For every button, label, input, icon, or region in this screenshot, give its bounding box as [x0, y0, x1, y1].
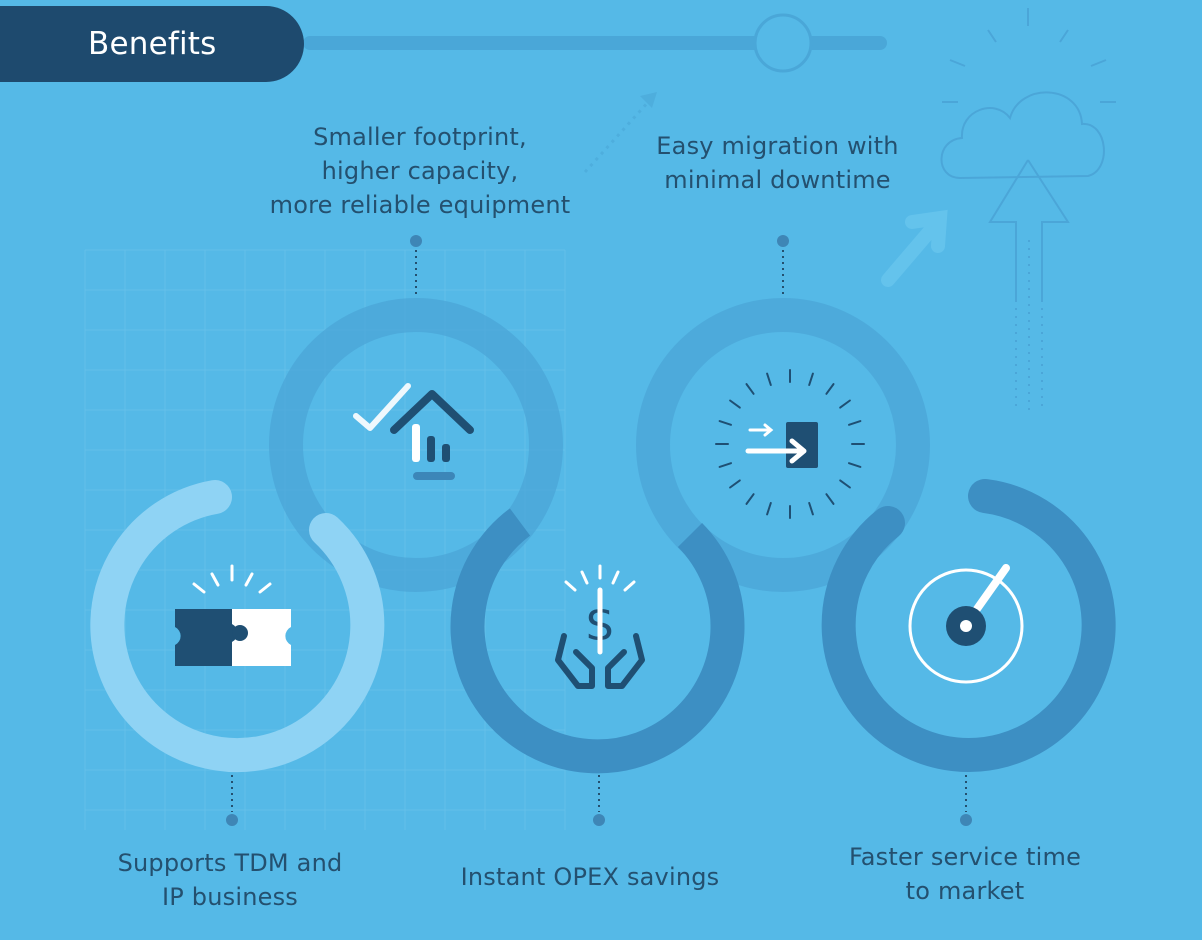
benefit-label-line: higher capacity, — [321, 157, 519, 185]
burst-ray — [745, 493, 755, 505]
ring-top-1 — [269, 298, 563, 592]
benefit-label-line: Faster service time — [848, 843, 1082, 871]
diagonal-arrow-icon — [881, 209, 948, 287]
benefit-label-line: to market — [905, 877, 1025, 905]
burst-ray — [745, 383, 755, 395]
connector-bot-3 — [960, 775, 972, 826]
burst-ray — [839, 479, 851, 489]
benefit-label-line: Supports TDM and — [117, 849, 343, 877]
burst-ray — [718, 462, 732, 468]
dollar-hands-icon: $ — [555, 564, 645, 689]
ring-bot-1 — [90, 480, 385, 773]
ring-bot-3 — [821, 479, 1116, 772]
benefit-label-line: minimal downtime — [664, 166, 891, 194]
connectors — [226, 235, 972, 826]
benefit-label-migration: Easy migration with minimal downtime — [600, 129, 955, 197]
burst-ray — [766, 372, 772, 386]
burst-ray — [766, 502, 772, 516]
burst-ray — [825, 383, 835, 395]
burst-ray — [729, 479, 741, 489]
benefit-label-faster-service: Faster service time to market — [800, 840, 1130, 908]
gauge-icon — [908, 564, 1024, 684]
connector-top-2 — [777, 235, 789, 295]
benefit-label-line: Easy migration with — [656, 132, 899, 160]
migration-door-icon — [715, 369, 865, 519]
benefit-label-opex: Instant OPEX savings — [420, 860, 760, 894]
benefit-label-tdm-ip: Supports TDM and IP business — [70, 846, 390, 914]
benefit-label-footprint: Smaller footprint, higher capacity, more… — [220, 120, 620, 222]
ring-top-2 — [636, 298, 930, 592]
benefit-label-line: Smaller footprint, — [313, 123, 527, 151]
cloud-upload-icon — [940, 8, 1116, 415]
connector-bot-1 — [226, 775, 238, 826]
puzzle-icon — [175, 564, 291, 666]
burst-ray — [848, 462, 862, 468]
benefit-label-line: IP business — [162, 883, 298, 911]
burst-ray — [808, 372, 814, 386]
burst-ray — [839, 399, 851, 409]
benefit-label-line: more reliable equipment — [269, 191, 571, 219]
burst-ray — [808, 502, 814, 516]
burst-ray — [825, 493, 835, 505]
burst-ray — [718, 420, 732, 426]
serpentine-rings — [90, 298, 1116, 774]
benefit-label-line: Instant OPEX savings — [460, 863, 720, 891]
benefits-tab: Benefits — [0, 6, 304, 82]
dotted-arrow-icon — [583, 92, 657, 174]
connector-bot-2 — [593, 775, 605, 826]
ring-bot-2 — [450, 508, 745, 774]
connector-top-1 — [410, 235, 422, 295]
burst-ray — [729, 399, 741, 409]
benefits-tab-label: Benefits — [88, 26, 217, 62]
house-chart-icon — [353, 383, 474, 480]
burst-ray — [848, 420, 862, 426]
header-slider — [303, 13, 887, 73]
